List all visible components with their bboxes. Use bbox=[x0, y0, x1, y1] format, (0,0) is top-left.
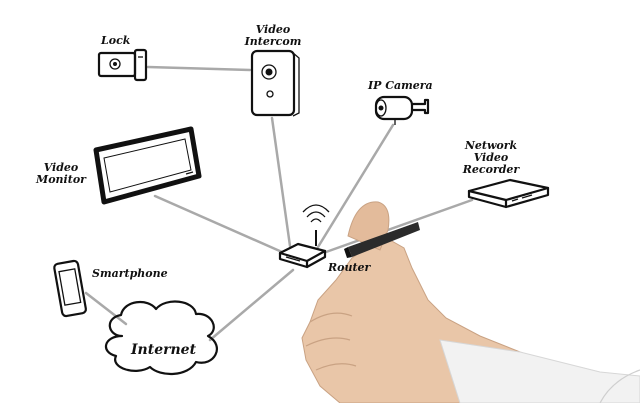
smartphone-icon bbox=[53, 259, 87, 318]
video-intercom-label-line1: Video bbox=[255, 23, 291, 36]
connector-camera-router bbox=[316, 123, 395, 249]
router-icon bbox=[278, 204, 330, 269]
hand-illustration bbox=[301, 201, 640, 404]
lock-icon bbox=[97, 48, 148, 82]
nvr-label-line3: Recorder bbox=[462, 163, 520, 176]
network-video-recorder-icon bbox=[467, 178, 550, 209]
video-monitor-label: Video Monitor bbox=[30, 162, 92, 186]
connector-internet-router bbox=[208, 268, 295, 342]
nvr-label-line2: Video bbox=[473, 151, 509, 164]
nvr-label: Network Video Recorder bbox=[458, 140, 524, 176]
internet-label: Internet bbox=[131, 342, 197, 358]
ip-camera-icon bbox=[374, 95, 430, 125]
lock-label: Lock bbox=[101, 34, 131, 47]
nvr-label-line1: Network bbox=[464, 139, 518, 152]
router-label: Router bbox=[328, 261, 371, 274]
cloud-icon bbox=[105, 300, 218, 375]
connector-nvr-router bbox=[324, 198, 474, 254]
connector-lock-intercom bbox=[146, 65, 252, 72]
ip-camera-label: IP Camera bbox=[368, 79, 433, 92]
connector-smartphone-internet bbox=[84, 291, 128, 326]
video-intercom-icon bbox=[250, 49, 300, 117]
video-monitor-icon bbox=[93, 126, 202, 205]
video-monitor-label-line1: Video bbox=[43, 161, 79, 174]
connector-intercom-router bbox=[270, 116, 292, 248]
video-intercom-label-line2: Intercom bbox=[244, 35, 302, 48]
connector-monitor-router bbox=[153, 194, 284, 254]
connectors bbox=[84, 65, 474, 342]
video-monitor-label-line2: Monitor bbox=[36, 173, 86, 186]
smartphone-label: Smartphone bbox=[92, 267, 168, 280]
video-intercom-label: Video Intercom bbox=[240, 24, 306, 48]
